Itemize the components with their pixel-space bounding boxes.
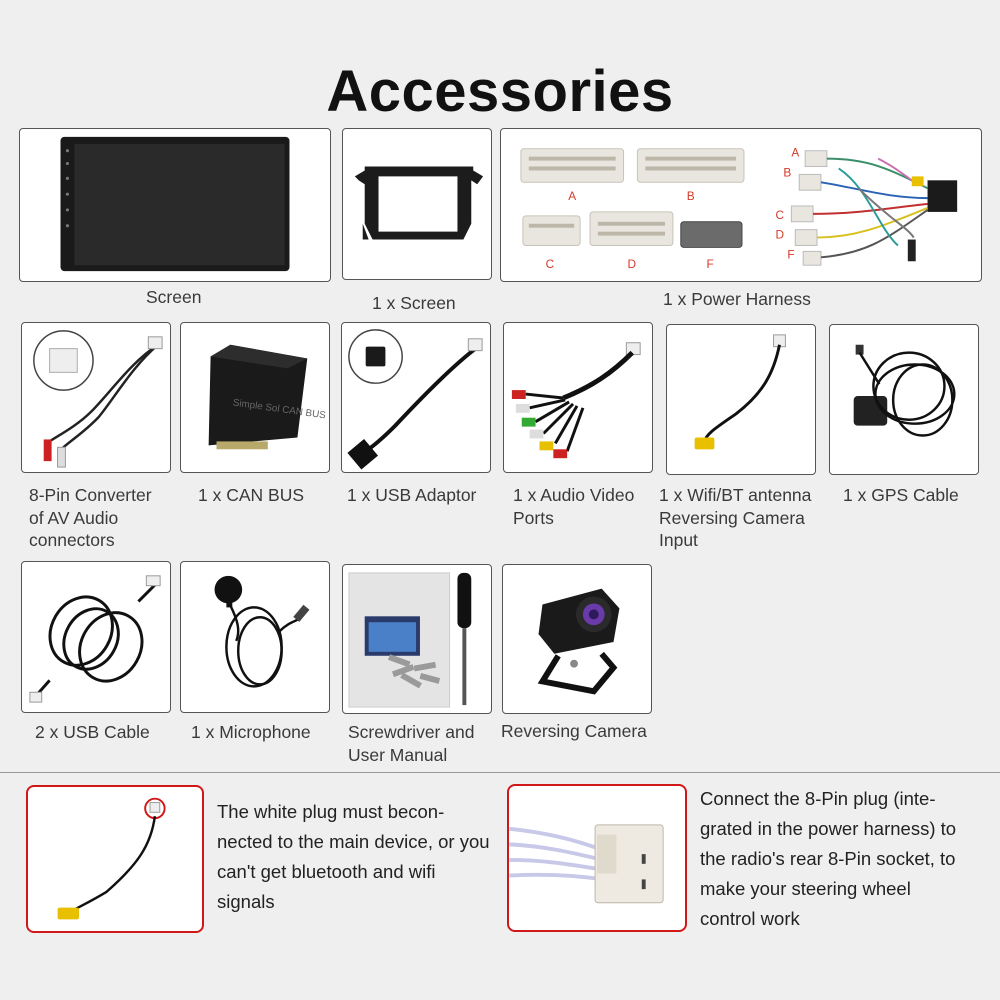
screwdriver-manual-image [348, 572, 472, 708]
caption-frame: 1 x Screen [372, 293, 456, 313]
note-wifi-plug-text: The white plug must becon-nected to the … [217, 801, 490, 912]
caption-screwdriver: Screwdriver and User Manual [348, 722, 475, 765]
page-title: Accessories [326, 59, 674, 124]
gps-antenna-image [853, 344, 956, 437]
usb-cable-image [29, 575, 161, 703]
dash-frame-image [354, 166, 484, 240]
note-wifi-plug-card [26, 785, 204, 933]
usb-adaptor-card [341, 322, 491, 473]
av-converter-image [33, 330, 163, 468]
caption-usb-cable: 2 x USB Cable [35, 722, 150, 742]
caption-can-bus: 1 x CAN BUS [198, 485, 304, 505]
power-harness-image: A B C D F A B C D F [520, 146, 958, 271]
harness-label-f: F [787, 247, 794, 261]
usb-adaptor-image [347, 329, 483, 470]
microphone-image [214, 575, 310, 688]
canbus-card: Simple Sol CAN BUS [180, 322, 330, 473]
connector-label-a: A [568, 189, 576, 203]
reversing-camera-image [537, 588, 620, 695]
usb-cable-card [21, 561, 171, 713]
audio-video-ports-image [511, 342, 641, 459]
connector-label-c: C [546, 257, 555, 271]
can-bus-box-image: Simple Sol CAN BUS [208, 344, 327, 450]
harness-card: A B C D F A B C D F [500, 128, 982, 282]
av-ports-card [503, 322, 653, 473]
wifi-bt-antenna-image [694, 334, 786, 450]
camera-card [502, 564, 652, 714]
caption-power-harness: 1 x Power Harness [663, 289, 811, 309]
microphone-card [180, 561, 330, 713]
caption-wifi-antenna: 1 x Wifi/BT antenna Reversing Camera Inp… [659, 485, 812, 550]
connector-label-d: D [627, 257, 636, 271]
av-converter-card [21, 322, 171, 473]
wifi-antenna-card [666, 324, 816, 475]
gps-card [829, 324, 979, 475]
caption-av-ports: 1 x Audio Video Ports [513, 485, 635, 528]
note-8pin-text: Connect the 8-Pin plug (inte-grated in t… [700, 788, 957, 929]
harness-label-b: B [783, 165, 791, 179]
screwdriver-card [342, 564, 492, 714]
connector-label-b: B [687, 189, 695, 203]
eight-pin-plug-image [509, 824, 664, 904]
head-unit-screen-image [60, 136, 290, 272]
caption-av-converter: 8-Pin Converter of AV Audio connectors [29, 485, 152, 550]
section-divider [0, 772, 1000, 773]
wifi-plug-image [57, 797, 166, 920]
screen-card [19, 128, 331, 282]
caption-reversing-camera: Reversing Camera [501, 721, 647, 741]
harness-label-d: D [776, 228, 785, 242]
caption-screen: Screen [146, 287, 202, 307]
connector-label-f: F [706, 257, 713, 271]
caption-microphone: 1 x Microphone [191, 722, 311, 742]
frame-card [342, 128, 492, 280]
caption-gps: 1 x GPS Cable [843, 485, 959, 505]
harness-label-c: C [776, 208, 785, 222]
note-8pin-card [507, 784, 687, 932]
caption-usb-adaptor: 1 x USB Adaptor [347, 485, 477, 505]
harness-label-a: A [791, 146, 799, 160]
